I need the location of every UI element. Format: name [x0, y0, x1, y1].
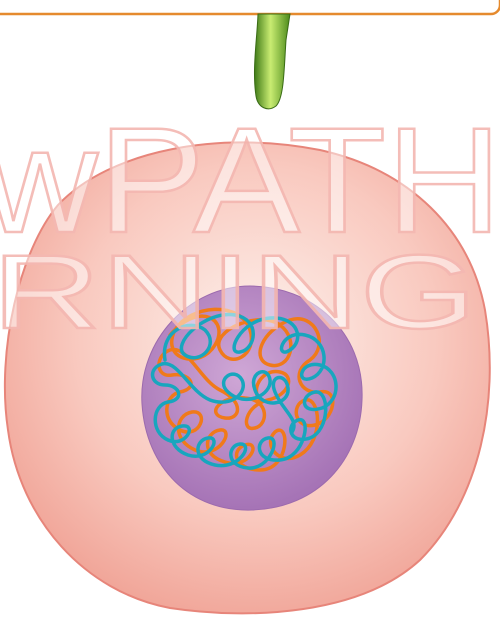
watermark: wPATH RNING — [0, 96, 500, 351]
flagellum-icon — [254, 14, 290, 109]
watermark-line2: RNING — [0, 234, 477, 351]
label-box — [0, 0, 500, 14]
